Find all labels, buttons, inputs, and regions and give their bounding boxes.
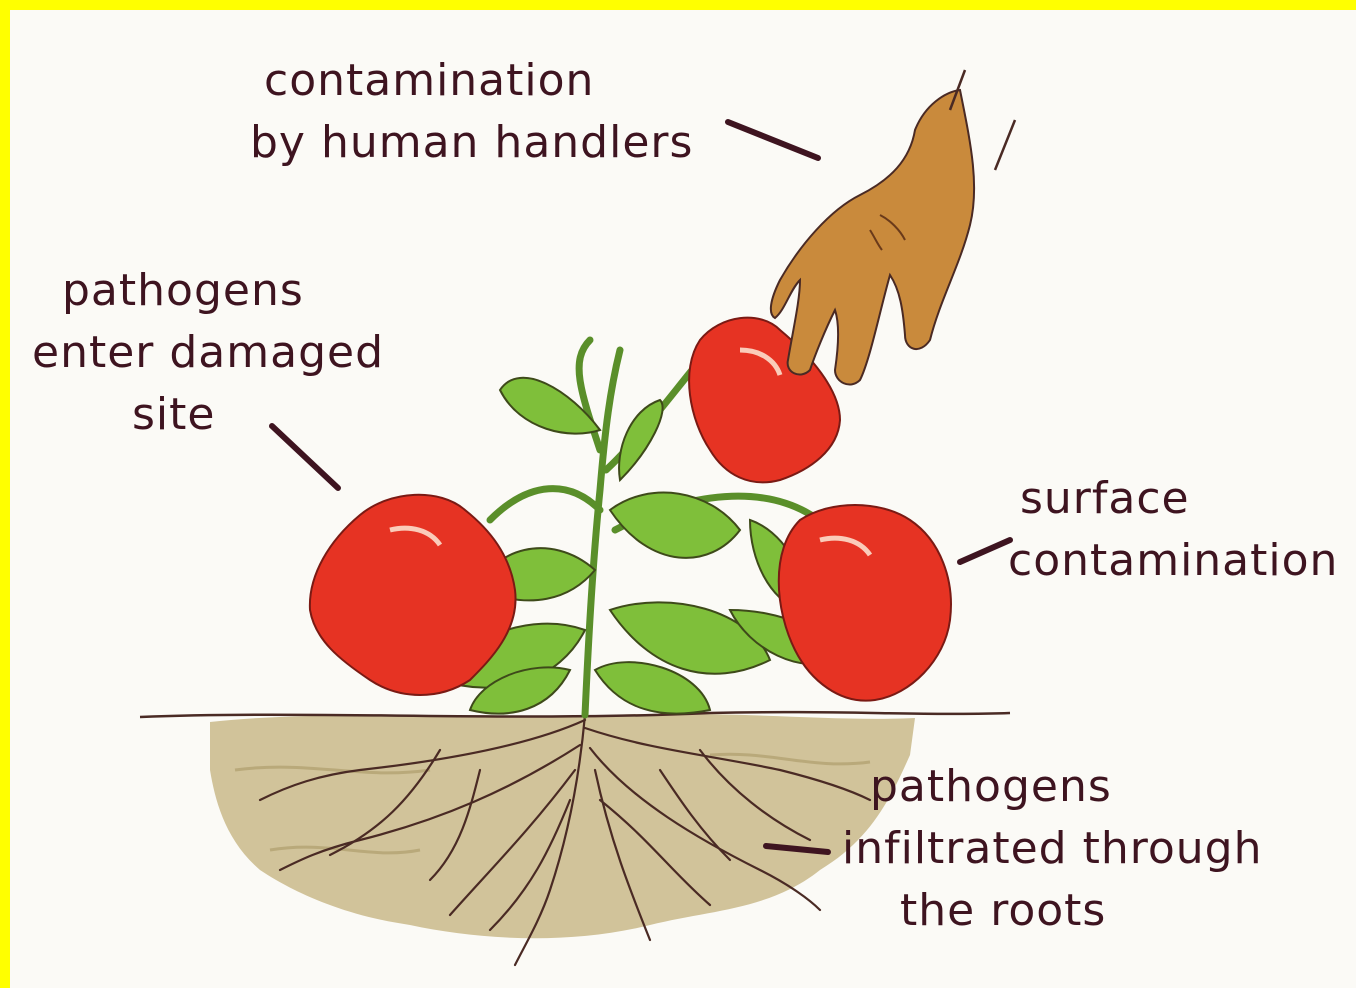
label-roots-line1: pathogens: [842, 756, 1262, 818]
label-human-handlers-line2: by human handlers: [250, 112, 693, 174]
soil: [210, 714, 915, 938]
label-damaged-site-line2: enter damaged: [32, 322, 384, 384]
label-damaged-site-line1: pathogens: [32, 260, 384, 322]
callout-line-handlers: [728, 122, 818, 158]
label-roots-line3: the roots: [842, 880, 1262, 942]
label-damaged-site: pathogens enter damaged site: [32, 260, 384, 446]
label-surface: surface contamination: [1008, 468, 1338, 592]
illustration-frame: contamination by human handlers pathogen…: [10, 10, 1356, 988]
ground-line: [140, 712, 1010, 717]
callout-line-surface: [960, 540, 1010, 562]
label-surface-line2: contamination: [1008, 530, 1338, 592]
label-damaged-site-line3: site: [32, 384, 384, 446]
label-surface-line1: surface: [1008, 468, 1338, 530]
pepper-left: [310, 495, 516, 695]
label-human-handlers: contamination by human handlers: [250, 50, 693, 174]
label-human-handlers-line1: contamination: [250, 50, 693, 112]
pepper-right: [779, 505, 951, 701]
label-roots-line2: infiltrated through: [842, 818, 1262, 880]
hand-icon: [771, 70, 1015, 385]
label-roots: pathogens infiltrated through the roots: [842, 756, 1262, 942]
